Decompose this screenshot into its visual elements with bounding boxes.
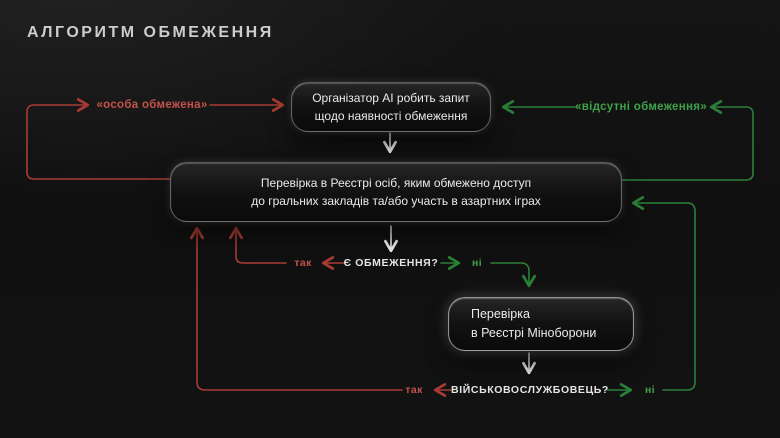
node-registry-persons: Перевірка в Реєстрі осіб, яким обмежено …	[170, 162, 622, 222]
node-organizer-line2: щодо наявності обмеження	[314, 109, 468, 123]
node-registry-line2: до гральних закладів та/або участь в аза…	[251, 194, 541, 208]
answer-no-restriction: ні	[471, 257, 483, 269]
node-minoborony-line1: Перевірка	[471, 307, 530, 321]
answer-yes-restriction: так	[294, 257, 312, 269]
node-registry-line1: Перевірка в Реєстрі осіб, яким обмежено …	[260, 175, 532, 190]
label-no-restrictions: «відсутні обмеження»	[575, 101, 707, 113]
answer-yes-military: так	[405, 384, 423, 396]
question-has-restriction: Є ОБМЕЖЕННЯ?	[343, 257, 439, 269]
node-organizer: Організатор АІ робить запит щодо наявнос…	[291, 82, 491, 132]
answer-no-military: ні	[644, 384, 656, 396]
node-minoborony-line2: в Реєстрі Міноборони	[471, 326, 597, 340]
question-military: ВІЙСЬКОВОСЛУЖБОВЕЦЬ?	[451, 384, 609, 396]
edge-registry-to-restricted-label	[26, 98, 171, 180]
edge-registry-to-norestrictions-label	[620, 100, 754, 181]
edge-yes1-up-to-registry	[229, 226, 287, 264]
node-organizer-line1: Організатор АІ робить запит	[312, 90, 470, 105]
edge-no2-up-to-registry	[631, 196, 696, 391]
label-person-restricted: «особа обмежена»	[96, 99, 208, 111]
node-registry-minoborony: Перевірка в Реєстрі Міноборони	[448, 297, 634, 351]
page-title: АЛГОРИТМ ОБМЕЖЕННЯ	[27, 24, 274, 41]
edge-yes2-up-to-registry	[190, 226, 403, 391]
edge-no1-to-minoborony	[490, 262, 536, 288]
